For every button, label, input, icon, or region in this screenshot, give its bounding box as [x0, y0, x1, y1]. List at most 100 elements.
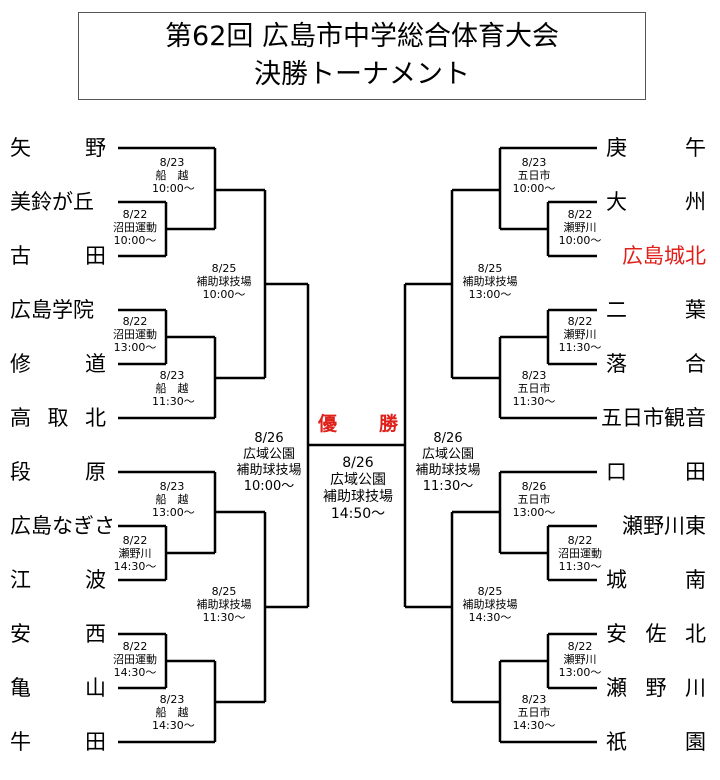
- match-label-R6: 8/22 沼田運動 11:30〜: [552, 534, 608, 573]
- team-name-part: 修: [10, 352, 31, 376]
- team-name-part: 取: [47, 406, 69, 430]
- match-venue: 瀬野川: [563, 328, 597, 341]
- team-name: 祇園: [606, 729, 706, 755]
- match-venue: 瀬野川: [118, 547, 152, 560]
- team-name-part: 波: [85, 568, 106, 592]
- team-name-part: 広島学院: [10, 298, 94, 322]
- match-date: 8/23: [159, 693, 185, 706]
- champion-char: 勝: [378, 413, 398, 435]
- match-date: 8/23: [521, 693, 547, 706]
- team-name-part: 高: [10, 406, 31, 430]
- team-name: 庚午: [606, 135, 706, 161]
- team-name-part: 北: [685, 622, 706, 646]
- match-venue: 船 越: [155, 493, 189, 506]
- match-date: 8/23: [159, 480, 185, 493]
- match-time: 13:00〜: [468, 288, 512, 301]
- team-name-part: 古: [10, 244, 31, 268]
- team-name: 亀山: [10, 675, 106, 701]
- match-venue: 補助球技場: [196, 275, 252, 288]
- match-venue: 船 越: [155, 706, 189, 719]
- match-venue: 五日市: [517, 382, 551, 395]
- match-label-R1: 8/23 五日市 10:00〜: [512, 156, 556, 195]
- match-date: 8/22: [122, 534, 148, 547]
- match-label-RQ2: 8/25 補助球技場 14:30〜: [454, 585, 526, 624]
- team-name-part: 西: [85, 622, 106, 646]
- team-name: 安西: [10, 621, 106, 647]
- title-box: 第62回 広島市中学総合体育大会 決勝トーナメント: [78, 12, 646, 100]
- match-venue: 沼田運動: [113, 328, 157, 341]
- team-name: 口田: [606, 459, 706, 485]
- match-label-R5: 8/26 五日市 13:00〜: [512, 480, 556, 519]
- team-name-part: 園: [685, 730, 706, 754]
- team-name: 瀬野川東: [606, 513, 706, 539]
- team-name: 古田: [10, 243, 106, 269]
- match-time: 11:30〜: [558, 560, 602, 573]
- match-label-L4: 8/23 船 越 11:30〜: [152, 369, 195, 408]
- match-time: 11:30〜: [202, 611, 246, 624]
- team-name: 矢野: [10, 135, 106, 161]
- team-name: 五日市観音: [601, 405, 706, 431]
- team-name-part: 佐: [645, 622, 667, 646]
- match-venue: 五日市: [517, 706, 551, 719]
- match-date: 8/22: [567, 208, 593, 221]
- match-time: 11:30〜: [422, 479, 474, 494]
- team-name-part: 葉: [685, 298, 706, 322]
- match-venue: 広域公園: [242, 447, 295, 462]
- match-date: 8/22: [567, 315, 593, 328]
- match-time: 13:00〜: [152, 506, 195, 519]
- match-date: 8/26: [254, 431, 284, 446]
- match-time: 13:00〜: [512, 506, 556, 519]
- team-name: 広島なぎさ: [10, 513, 115, 539]
- team-name: 城南: [606, 567, 706, 593]
- team-name-part: 美鈴が丘: [10, 190, 94, 214]
- team-name-part: 落: [606, 352, 627, 376]
- match-venue: 沼田運動: [113, 221, 157, 234]
- match-date: 8/25: [211, 585, 237, 598]
- match-place: 補助球技場: [415, 463, 481, 478]
- team-name: 牛田: [10, 729, 106, 755]
- match-label-L2: 8/22 沼田運動 10:00〜: [110, 208, 160, 247]
- team-name-part: 州: [685, 190, 706, 214]
- match-time: 14:50〜: [330, 506, 386, 522]
- match-venue: 五日市: [517, 493, 551, 506]
- tournament-subtitle: 決勝トーナメント: [254, 59, 470, 90]
- team-name-part: 祇: [606, 730, 627, 754]
- match-label-L1: 8/23 船 越 10:00〜: [152, 156, 195, 195]
- match-date: 8/23: [521, 156, 547, 169]
- team-name-part: 南: [685, 568, 706, 592]
- team-name-part: 亀: [10, 676, 31, 700]
- match-time: 14:30〜: [512, 719, 556, 732]
- match-date: 8/26: [342, 455, 374, 471]
- match-label-R2: 8/22 瀬野川 10:00〜: [556, 208, 604, 247]
- team-name-part: 大: [606, 190, 627, 214]
- team-name-part: 北: [85, 406, 106, 430]
- team-name-part: 安: [606, 622, 627, 646]
- match-venue: 五日市: [517, 169, 551, 182]
- match-label-LQ1: 8/25 補助球技場 10:00〜: [188, 262, 260, 301]
- match-label-R3: 8/22 瀬野川 11:30〜: [556, 315, 604, 354]
- match-time: 14:30〜: [152, 719, 195, 732]
- team-name-part: 山: [85, 676, 106, 700]
- team-name-part: 原: [85, 460, 106, 484]
- team-name: 落合: [606, 351, 706, 377]
- team-name-part: 野: [85, 136, 106, 160]
- team-name-part: 瀬野川東: [622, 514, 706, 538]
- match-date: 8/26: [521, 480, 547, 493]
- match-venue: 船 越: [155, 169, 189, 182]
- match-label-R8: 8/23 五日市 14:30〜: [512, 693, 556, 732]
- match-venue: 沼田運動: [113, 653, 157, 666]
- team-name-part: 広島城北: [622, 244, 706, 268]
- team-name: 安佐北: [606, 621, 706, 647]
- match-date: 8/22: [122, 640, 148, 653]
- team-name-part: 城: [606, 568, 627, 592]
- match-date: 8/25: [477, 585, 503, 598]
- match-time: 13:00〜: [113, 341, 157, 354]
- team-name-part: 安: [10, 622, 31, 646]
- team-name: 二葉: [606, 297, 706, 323]
- match-venue: 瀬野川: [563, 221, 597, 234]
- match-date: 8/23: [159, 156, 185, 169]
- team-name-part: 江: [10, 568, 31, 592]
- match-time: 10:00〜: [202, 288, 246, 301]
- match-label-LQ2: 8/25 補助球技場 11:30〜: [188, 585, 260, 624]
- match-label-RQ1: 8/25 補助球技場 13:00〜: [454, 262, 526, 301]
